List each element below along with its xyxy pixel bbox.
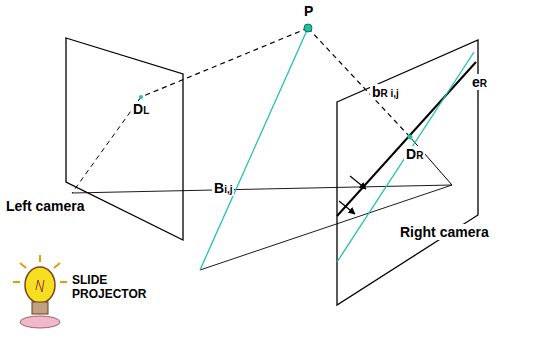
sight-ray-left (141, 28, 308, 97)
stripe-label: bR i,j (370, 84, 401, 100)
image-point-label: DL (131, 101, 151, 117)
lamp-icon (13, 255, 67, 328)
baseline (72, 185, 452, 193)
right-image-plane (337, 40, 478, 305)
camera-label: Right camera (398, 224, 491, 240)
plane-label: Bi,j (212, 180, 234, 196)
pointer-arrow (350, 176, 366, 189)
sight-ray-right (308, 28, 410, 137)
image-point (139, 95, 143, 99)
projector-label: SLIDE PROJECTOR (70, 274, 158, 302)
point-label: P (302, 3, 315, 19)
camera-label: Left camera (4, 198, 87, 214)
scene-point (304, 24, 312, 32)
pointer-arrow (339, 201, 355, 214)
image-point-label: DR (404, 146, 425, 162)
epipolar-line (337, 62, 476, 216)
light-plane-line (200, 28, 308, 270)
epipolar-label: eR (470, 74, 489, 90)
image-point (408, 135, 413, 140)
